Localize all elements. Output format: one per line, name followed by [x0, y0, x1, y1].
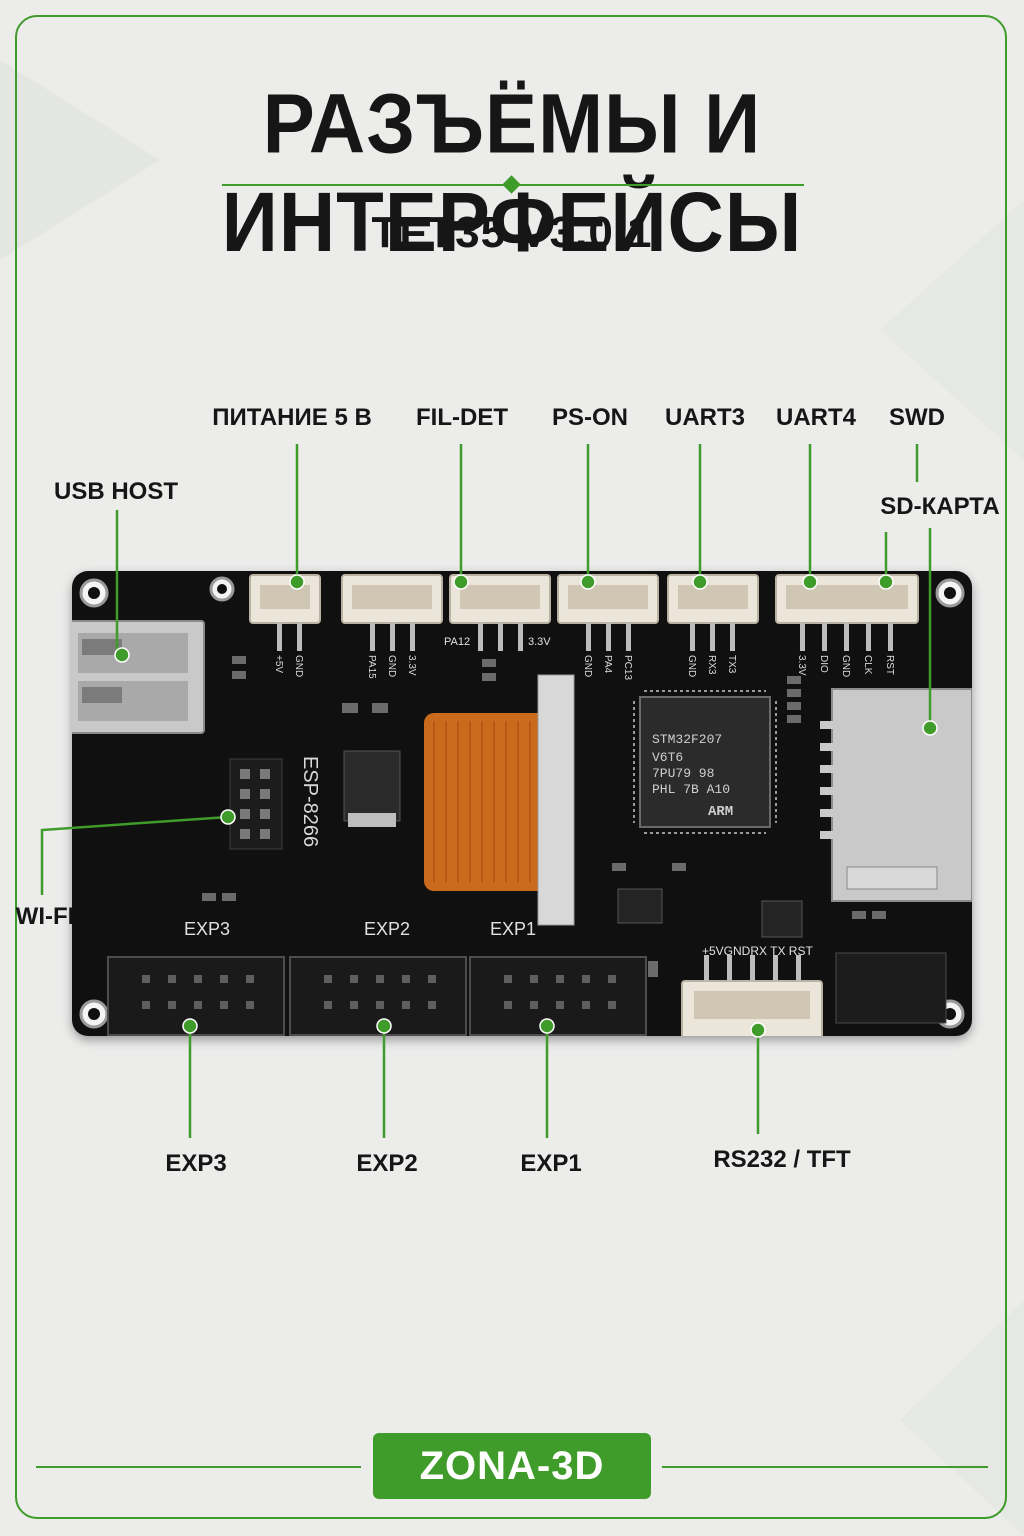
mcu-chip — [633, 690, 777, 834]
pin-label: GND — [386, 655, 397, 677]
footer-line-left — [36, 1466, 361, 1468]
chip-text-2: V6T6 — [652, 750, 683, 765]
page-subtitle: TFT35 V3.0.1 — [371, 208, 653, 257]
pcb-artwork: ESP-8266 STM32F — [72, 574, 972, 1036]
pin-label: TX3 — [726, 655, 737, 674]
pin-label: DIO — [818, 655, 829, 673]
esp-silkscreen: ESP-8266 — [299, 756, 321, 847]
label-sd-card: SD-КАРТА — [880, 493, 1000, 520]
label-ps-on: PS-ON — [551, 404, 629, 431]
v33-silkscreen: 3.3V — [528, 636, 551, 648]
label-uart3: UART3 — [664, 404, 746, 431]
usb-host-port — [72, 620, 205, 734]
pin-label: RX3 — [706, 655, 717, 675]
pin-label: RST — [884, 655, 895, 675]
pin-label: +5V — [273, 655, 284, 673]
label-uart4: UART4 — [775, 404, 857, 431]
exp1-silkscreen: EXP1 — [490, 919, 536, 939]
pin-label: GND — [293, 655, 304, 677]
pin-label: PA15 — [366, 655, 377, 679]
sd-card-slot — [820, 688, 972, 902]
rs232-pins-silkscreen: +5VGNDRX TX RST — [702, 944, 813, 958]
label-exp3: EXP3 — [165, 1150, 227, 1177]
pin-label: PC13 — [622, 655, 633, 680]
rs232-connector — [681, 955, 823, 1036]
label-wifi: WI-FI — [15, 903, 75, 930]
ribbon-cable — [424, 674, 575, 926]
brand-badge: ZONA-3D — [373, 1433, 651, 1499]
voltage-regulator — [343, 750, 401, 827]
pin-label: PA4 — [602, 655, 613, 674]
esp-header — [229, 758, 283, 850]
pin-label: GND — [840, 655, 851, 677]
chip-text-1: STM32F207 — [652, 732, 722, 747]
chip-text-3: 7PU79 98 — [652, 766, 714, 781]
pin-label: 3.3V — [796, 655, 807, 676]
chip-text-4: PHL 7B A10 — [652, 782, 730, 797]
pa12-silkscreen: PA12 — [444, 636, 470, 648]
label-power: ПИТАНИЕ 5 В — [212, 404, 372, 431]
exp3-silkscreen: EXP3 — [184, 919, 230, 939]
label-swd: SWD — [889, 404, 945, 431]
label-usb-host: USB HOST — [53, 478, 179, 505]
label-exp1: EXP1 — [520, 1150, 582, 1177]
pin-label: 3.3V — [406, 655, 417, 676]
pcb-board: ESP-8266 STM32F — [72, 571, 972, 1036]
page-frame — [15, 15, 1007, 1519]
label-fil-det: FIL-DET — [416, 404, 508, 431]
pin-label: GND — [582, 655, 593, 677]
label-rs232: RS232 / TFT — [713, 1146, 851, 1173]
exp-headers — [107, 956, 647, 1036]
pin-label: CLK — [862, 655, 873, 675]
exp2-silkscreen: EXP2 — [364, 919, 410, 939]
pin-label: GND — [686, 655, 697, 677]
chip-brand: ARM — [708, 804, 733, 820]
small-ic — [617, 888, 947, 1024]
footer-line-right — [662, 1466, 988, 1468]
label-exp2: EXP2 — [356, 1150, 418, 1177]
